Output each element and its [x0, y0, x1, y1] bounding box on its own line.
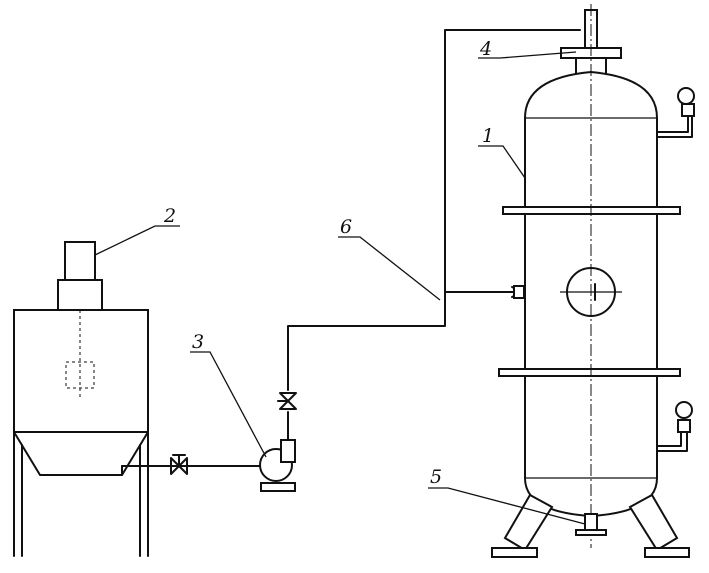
pump-discharge-nozzle [280, 439, 296, 463]
collector-motor [64, 241, 96, 281]
suction-line [121, 454, 267, 475]
pump [259, 439, 296, 492]
left-leg [503, 493, 554, 552]
bottom-drain-flange [575, 529, 607, 536]
right-foot [644, 547, 690, 558]
leader-6 [338, 236, 441, 301]
label-3: 3 [192, 331, 204, 353]
leader-1 [478, 145, 526, 179]
suction-valve [170, 454, 188, 475]
collector-left-leg [13, 431, 23, 557]
leader-4 [478, 51, 577, 59]
collector-motor-base [57, 279, 103, 311]
collector-hopper [13, 431, 149, 476]
collector-inner-filter [65, 361, 95, 389]
discharge-valve [277, 392, 297, 410]
upper-pressure-gauge-icon [656, 87, 695, 138]
lower-pressure-gauge-icon [656, 401, 693, 452]
right-leg [628, 493, 679, 552]
bottom-drain-pipe [584, 513, 598, 531]
label-5: 5 [430, 466, 442, 488]
leader-3 [190, 351, 267, 458]
collector-body [13, 309, 149, 433]
vessel [491, 4, 695, 558]
inlet-nozzle [513, 285, 525, 299]
collector-right-leg [139, 431, 149, 557]
callouts: 2 3 6 4 1 5 [94, 38, 586, 525]
lower-body-flange [498, 368, 681, 377]
label-1: 1 [482, 125, 494, 147]
pump-base [260, 482, 296, 492]
leader-5 [428, 487, 586, 525]
leader-2 [94, 225, 180, 256]
label-2: 2 [163, 205, 176, 227]
dust-collector [13, 241, 149, 557]
label-6: 6 [340, 216, 352, 238]
label-4: 4 [479, 38, 492, 60]
top-return-line [444, 29, 581, 293]
left-foot [491, 547, 538, 558]
